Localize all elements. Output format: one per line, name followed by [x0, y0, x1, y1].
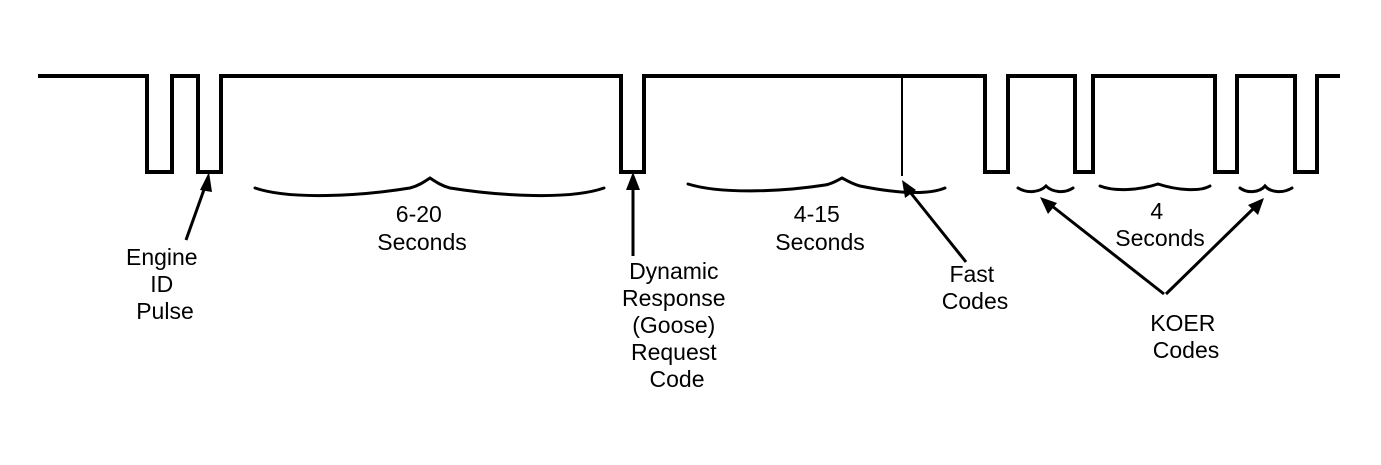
label-4-seconds: 4 Seconds [1115, 198, 1205, 251]
arrow-koer-right [1164, 198, 1264, 296]
label-fast-codes: Fast Codes [942, 261, 1008, 314]
brace-koer-right [1238, 183, 1294, 194]
arrow-engine-id [184, 172, 212, 241]
label-6-20-seconds: 6-20 Seconds [377, 201, 467, 255]
label-4-15-seconds: 4-15 Seconds [775, 201, 865, 255]
arrow-koer-left [1040, 197, 1165, 296]
arrow-goose-code [626, 172, 640, 256]
arrow-fast-codes [902, 180, 968, 263]
brace-4-15-seconds [686, 176, 947, 194]
label-engine-id-pulse: Engine ID Pulse [126, 244, 204, 324]
label-goose-request-code: Dynamic Response (Goose) Request Code [622, 258, 732, 392]
brace-koer-left [1016, 183, 1075, 194]
brace-6-20-seconds [253, 176, 606, 198]
brace-4-seconds [1098, 182, 1212, 192]
signal-waveform [38, 74, 1340, 174]
label-koer-codes: KOER Codes [1150, 310, 1222, 363]
